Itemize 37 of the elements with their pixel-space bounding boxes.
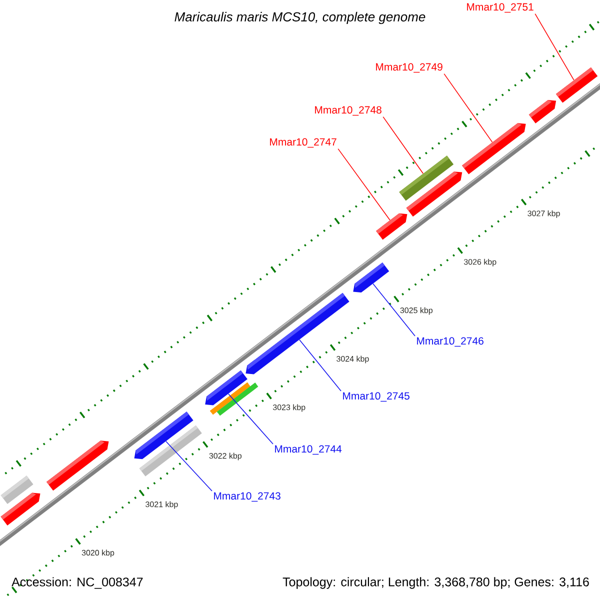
gene-feature [353, 262, 390, 292]
tick-label: 3020 kbp [82, 550, 114, 558]
tick-label: 3024 kbp [336, 356, 369, 364]
gene-feature [556, 67, 598, 103]
gene-feature [216, 382, 258, 416]
gene-feature [139, 425, 202, 476]
gene-label: Mmar10_2748 [315, 106, 382, 116]
leader-line [228, 394, 274, 444]
gene-label: Mmar10_2747 [270, 138, 336, 148]
gene-label: Mmar10_2743 [214, 492, 280, 502]
gene-feature [528, 100, 556, 124]
leader-line [338, 148, 390, 221]
gene-label: Mmar10_2746 [417, 337, 484, 347]
gene-feature [406, 172, 462, 217]
leader-line [534, 13, 574, 80]
tick-label: 3027 kbp [528, 210, 560, 218]
gene-feature [0, 492, 40, 526]
tick-label: 3026 kbp [464, 258, 496, 266]
leader-line [382, 116, 424, 174]
leader-line [372, 283, 416, 336]
gene-label: Mmar10_2744 [275, 445, 342, 455]
tick-label: 3021 kbp [146, 501, 178, 509]
gene-label: Mmar10_2749 [376, 63, 442, 73]
leader-line [299, 339, 342, 392]
gene-label: Mmar10_2751 [467, 3, 534, 13]
tick-label: 3023 kbp [272, 404, 306, 412]
genome-info-text: Topology: circular; Length: 3,368,780 bp; Genes: 3,116 [282, 577, 589, 589]
gene-feature [462, 123, 526, 174]
leader-line [166, 440, 212, 492]
tick-label: 3022 kbp [209, 452, 242, 460]
gene-feature [376, 213, 408, 240]
leader-line [444, 73, 493, 143]
gene-label: Mmar10_2745 [343, 392, 410, 402]
title: Maricaulis maris MCS10, complete genome [174, 12, 426, 24]
gene-feature [46, 440, 109, 491]
tick-label: 3025 kbp [400, 307, 432, 315]
accession-text: Accession: NC_008347 [12, 577, 143, 589]
